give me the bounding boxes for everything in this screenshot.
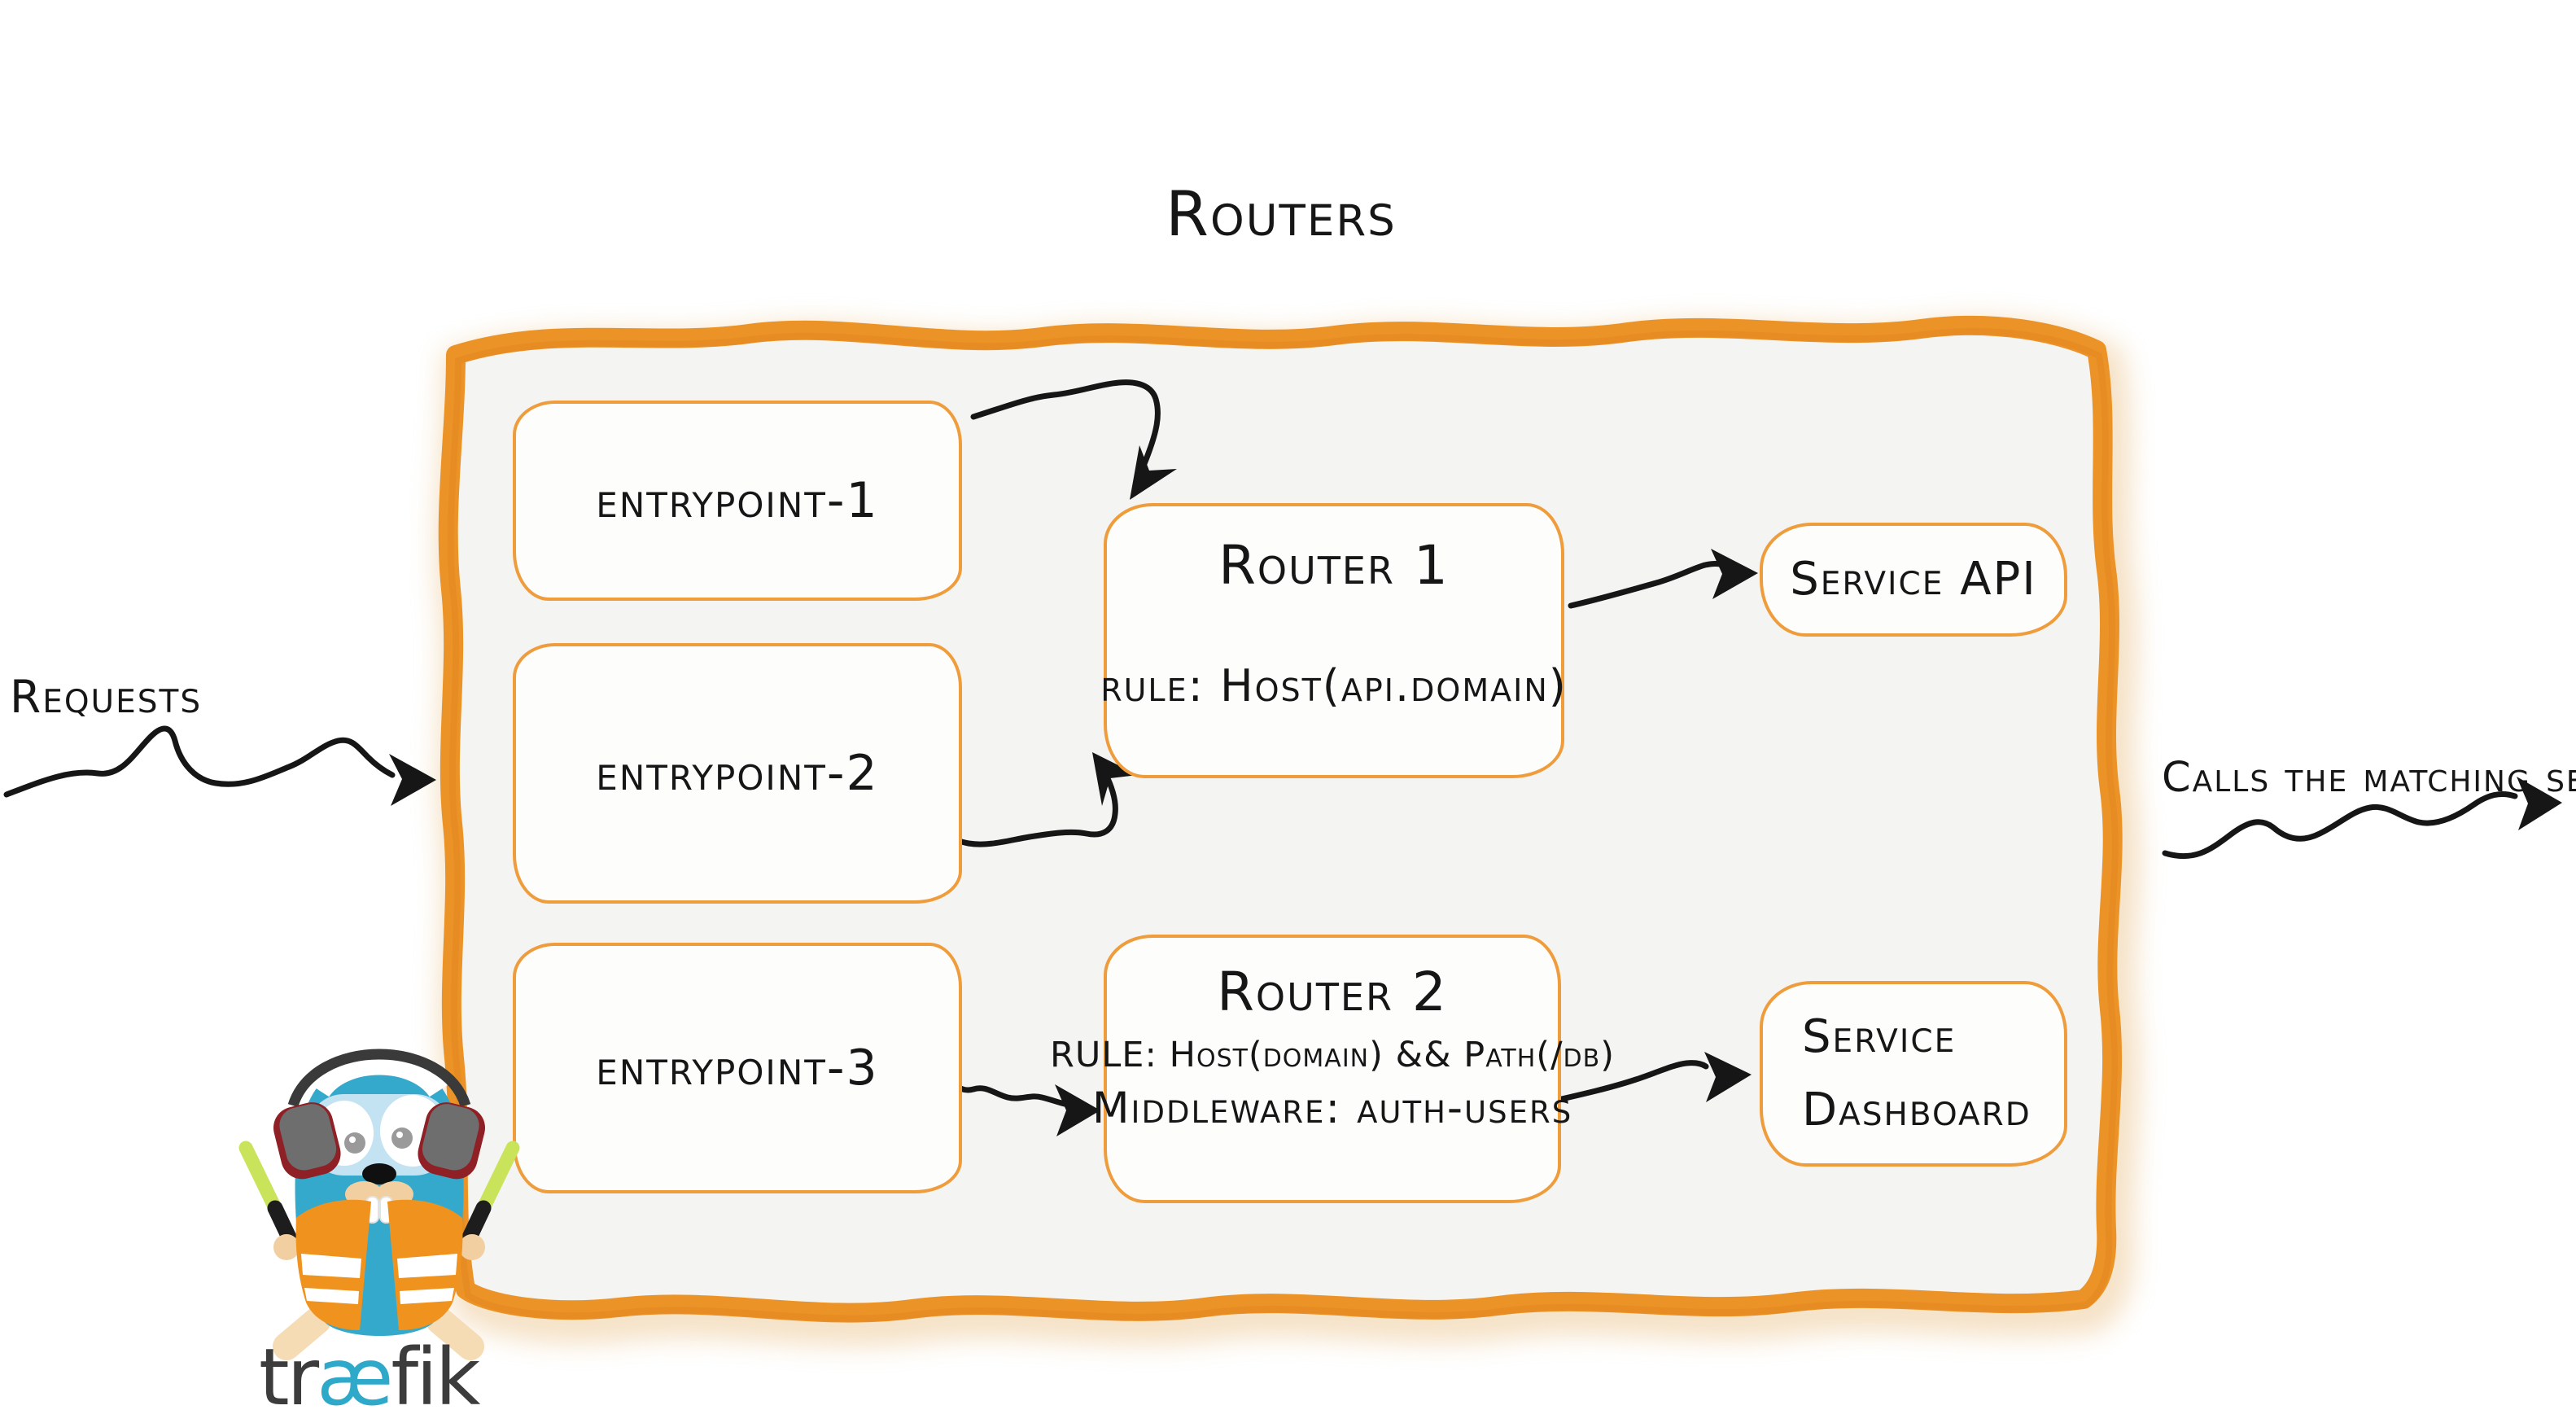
headphone-band — [287, 1049, 471, 1108]
router-1-box: Router 1 rule: Host(api.domain) — [1100, 503, 1566, 778]
pupil-highlight-left — [349, 1136, 356, 1143]
arrow-entrypoint2-to-router1 — [942, 752, 1138, 847]
calls-arrow — [2162, 777, 2562, 860]
gopher-foot-right — [426, 1307, 484, 1360]
requests-label: Requests — [10, 671, 203, 723]
arrow-entrypoint3-to-router2 — [944, 1070, 1100, 1136]
router-2-rule: RULE: Host(domain) && Path(/db) — [1049, 1035, 1616, 1075]
router-2-box: Router 2 RULE: Host(domain) && Path(/db)… — [1050, 935, 1614, 1203]
entrypoint-3-label: entrypoint-3 — [596, 1040, 879, 1097]
gopher-nose — [362, 1163, 396, 1184]
entrypoint-2-label: entrypoint-2 — [596, 745, 879, 802]
service-api-label: Service API — [1790, 553, 2037, 606]
traefik-wordmark: træfik — [259, 1332, 480, 1423]
safety-vest — [295, 1199, 463, 1330]
entrypoint-1-box: entrypoint-1 — [513, 401, 962, 601]
entrypoint-2-box: entrypoint-2 — [513, 643, 962, 904]
baton-right-icon — [461, 1141, 520, 1247]
router-1-rule: rule: Host(api.domain) — [1100, 660, 1568, 712]
headphone-cup-right — [418, 1102, 485, 1180]
traefik-gopher-logo — [238, 1047, 520, 1360]
gopher-hand-right — [459, 1234, 485, 1260]
arrow-router2-to-service-dashboard — [1551, 1052, 1752, 1104]
wordmark-suffix: fik — [391, 1332, 480, 1423]
page-title: Routers — [1166, 177, 1397, 250]
service-api-box: Service API — [1760, 523, 2067, 637]
headphone-cup-left — [273, 1102, 341, 1180]
gopher-pupil-right — [391, 1127, 413, 1149]
gopher-hand-left — [273, 1234, 300, 1260]
arrow-router1-to-service-api — [1568, 549, 1758, 609]
entrypoint-3-box: entrypoint-3 — [513, 943, 962, 1193]
pupil-highlight-right — [396, 1132, 403, 1138]
gopher-foot-left — [273, 1307, 331, 1360]
headphone-pad — [305, 1047, 453, 1098]
router-1-name: Router 1 — [1218, 534, 1450, 597]
baton-left-icon — [238, 1141, 298, 1247]
router-2-name: Router 2 — [1217, 961, 1448, 1023]
service-dashboard-line2: Dashboard — [1802, 1084, 2031, 1136]
wordmark-prefix: tr — [259, 1332, 319, 1423]
router-2-middleware: Middleware: auth-users — [1091, 1084, 1573, 1133]
wordmark-ae: æ — [317, 1332, 393, 1423]
gopher-pupil-left — [344, 1132, 365, 1154]
service-dashboard-line1: Service — [1802, 1010, 1957, 1064]
entrypoint-1-label: entrypoint-1 — [596, 472, 879, 529]
requests-arrow — [3, 725, 436, 806]
service-dashboard-box: Service Dashboard — [1760, 981, 2067, 1167]
calls-matching-server-label: Calls the matching server — [2162, 754, 2576, 802]
arrow-entrypoint1-to-router1 — [970, 379, 1177, 500]
